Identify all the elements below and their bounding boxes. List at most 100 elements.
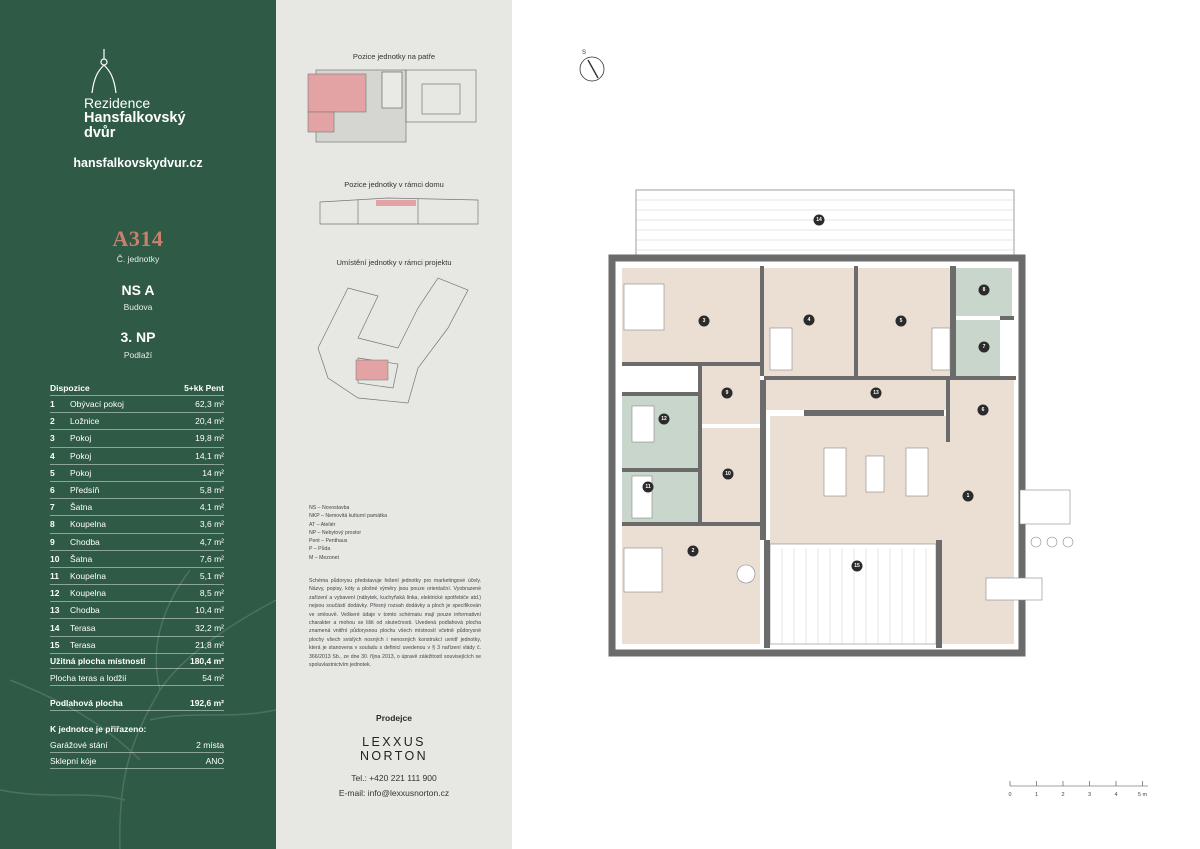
cellar-value: ANO [205,756,224,766]
room-badge-label: 5 [900,318,903,324]
room-badge: 2 [687,545,699,557]
position-on-floor-title: Pozice jednotky na patře [352,52,436,61]
disposition-area: 10,4 m² [158,601,224,620]
brand-line-2: Hansfalkovský [84,110,186,126]
room-badge-label: 10 [725,471,731,477]
disposition-area: 32,2 m² [158,618,224,637]
position-in-project-title: Umístění jednotky v rámci projektu [336,258,452,267]
room-badge: 4 [803,314,815,326]
room-badge-dot [962,490,974,502]
disposition-num: 4 [50,447,70,465]
disposition-area: 8,5 m² [158,584,224,603]
disposition-name: Obývací pokoj [70,395,159,414]
website-link[interactable]: hansfalkovskydvur.cz [73,156,203,170]
room-7 [956,320,1000,376]
terrace-area-row: Plocha teras a lodžií 54 m² [50,673,224,686]
room-badge-dot [978,284,990,296]
disposition-name: Terasa [70,618,159,637]
seller-phone[interactable]: Tel.: +420 221 111 900 [351,773,437,783]
disposition-header-right: 5+kk Pent [158,381,224,396]
floor-plan: S [579,50,1148,798]
room-badge-label: 14 [816,217,822,223]
disposition-name: Ložnice [70,412,159,431]
room-badge: 5 [895,315,907,327]
disposition-num: 15 [50,636,70,654]
room-badge-dot [642,481,654,493]
legend-item: NKP – Nemovitá kulturní památka [309,513,388,520]
terrace-area-label: Plocha teras a lodžií [50,673,127,683]
garage-label: Garážové stání [50,740,108,750]
left-info-panel: Rezidence Hansfalkovský dvůr hansfalkovs… [0,0,276,849]
garage-row: Garážové stání 2 místa [50,740,224,753]
disposition-header: Dispozice 5+kk Pent [50,381,224,396]
legend-item: Pent – Penthaus [309,538,348,545]
interior-walls [622,266,1016,648]
room-badge: 12 [658,413,670,425]
disposition-name: Koupelna [70,515,159,534]
room-badge-label: 4 [808,317,811,323]
project-position-map [317,277,469,404]
floor-plan-panel: S [512,0,1200,849]
tower-logo-icon [91,49,117,94]
room-badge-label: 2 [692,548,695,554]
disposition-name: Šatna [70,498,159,517]
garage-value: 2 místa [196,740,224,750]
room-badge: 15 [851,560,863,572]
legend-item: NP – Nebytový prostor [309,529,362,536]
floor-value: 3. NP [120,329,156,345]
room-badge-dot [658,413,670,425]
room-badge-dot [698,315,710,327]
unit-code: A314 [112,226,164,251]
disposition-name: Pokoj [70,429,159,448]
disposition-area: 3,6 m² [158,515,224,534]
disposition-header-left: Dispozice [50,381,159,396]
disposition-area: 7,6 m² [158,550,224,568]
disposition-name: Předsíň [70,481,159,500]
disposition-area: 4,1 m² [158,498,224,517]
disposition-num: 8 [50,515,70,534]
disposition-name: Šatna [70,550,159,568]
legend-item: P – Půda [309,546,331,553]
room-1 [770,416,1014,544]
disposition-name: Pokoj [70,464,159,482]
disposition-num: 14 [50,618,70,637]
room-badge-label: 1 [967,493,970,499]
room-badge-dot [977,404,989,416]
disposition-num: 3 [50,429,70,448]
room-badge: 10 [722,468,734,480]
room-badge-label: 13 [873,390,879,396]
north-label: S [582,50,586,56]
disposition-area: 14 m² [158,464,224,482]
floor-area-label: Podlahová plocha [50,698,123,708]
disposition-num: 1 [50,395,70,414]
room-badge-dot [813,214,825,226]
disposition-num: 7 [50,498,70,517]
room-badge-label: 8 [983,287,986,293]
room-badge-dot [870,387,882,399]
disposition-name: Chodba [70,533,159,551]
room-badge: 8 [978,284,990,296]
disclaimer-note: Schéma půdorysu představuje řešení jedno… [309,578,481,669]
floor-position-map [307,69,477,143]
seller-email[interactable]: E-mail: info@lexxusnorton.cz [338,788,450,798]
floor-area-row: Podlahová plocha 192,6 m² [50,698,224,711]
room-badge: 6 [977,404,989,416]
position-in-house-title: Pozice jednotky v rámci domu [344,180,444,189]
room-badge: 3 [698,315,710,327]
disposition-area: 20,4 m² [158,412,224,431]
room-badge: 9 [721,387,733,399]
room-badge: 14 [813,214,825,226]
disposition-name: Terasa [70,636,159,654]
disposition-name: Koupelna [70,567,159,586]
